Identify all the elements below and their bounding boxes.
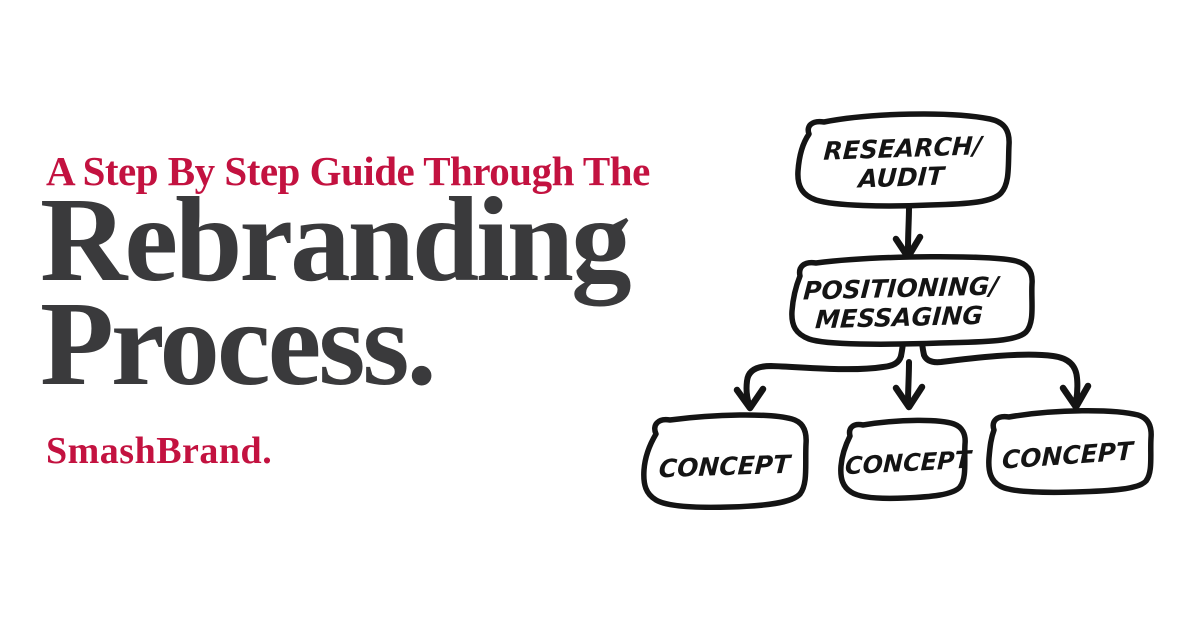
brand-logo: SmashBrand. (46, 430, 273, 472)
edge-positioning-to-concept-2 (905, 359, 912, 405)
rebranding-flowchart: RESEARCH/ AUDIT POSITIONING/ MESSAGING C… (620, 100, 1180, 530)
positioning-messaging-label: POSITIONING/ MESSAGING (768, 271, 1031, 336)
edge-positioning-to-concept-1 (743, 353, 904, 407)
edge-positioning-to-concept-3 (921, 351, 1081, 405)
flowchart-strokes (641, 111, 1154, 511)
title-line-1: Rebranding (40, 173, 632, 307)
concept-1-label: CONCEPT (658, 449, 791, 484)
research-audit-label: RESEARCH/ AUDIT (794, 130, 1011, 196)
arrowhead-concept-3 (1059, 382, 1092, 411)
research-audit-box (795, 111, 1012, 209)
title-line-2: Process. (40, 277, 437, 411)
concept-1-box (641, 412, 809, 511)
positioning-messaging-box (789, 253, 1035, 347)
arrowhead-concept-2 (892, 383, 926, 411)
page-title: Rebranding Process. (40, 173, 632, 411)
concept-3-box (986, 408, 1154, 496)
arrow-research-to-positioning (905, 204, 912, 252)
arrowhead-concept-1 (733, 385, 767, 412)
flowchart-drawing (641, 111, 1154, 511)
eyebrow-heading: A Step By Step Guide Through The (46, 148, 650, 194)
concept-2-box (838, 417, 968, 502)
